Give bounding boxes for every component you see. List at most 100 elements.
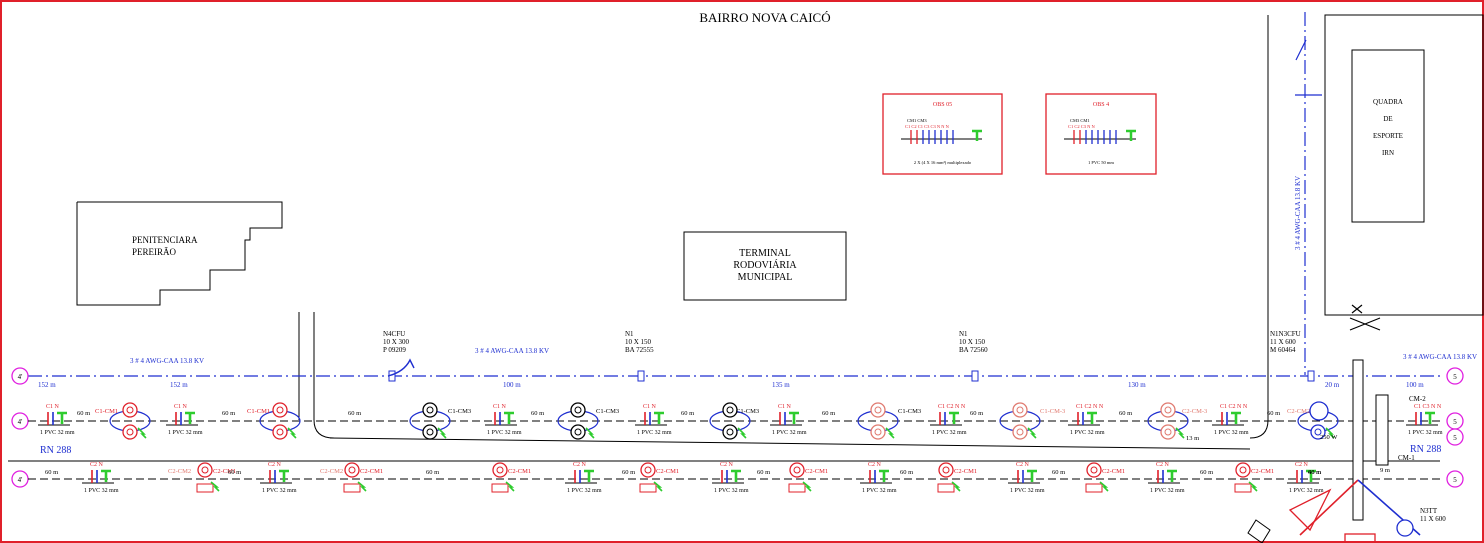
upper-lamp-top-lamp-inner [276,406,284,414]
pole-ref: BA 72560 [959,346,988,354]
lower-cable-ground [584,469,594,482]
pole-marker [1307,370,1315,382]
obs05-top: CM1 CM3 [907,118,927,123]
lower-ground-arrow [802,481,812,492]
lower-cable-ground [1306,469,1316,482]
quadra-inner [1351,49,1425,223]
upper-ground-arrow [437,427,447,439]
node-right-upper2-label: 5 [1453,434,1457,442]
lower-meter-box [1085,483,1103,493]
upper-lamp-top-lamp [1012,402,1028,418]
lower-lamp-lamp [197,462,213,478]
lower-cable-ground [101,469,111,482]
obs4-title: OBS 4 [1093,102,1109,108]
obs05-box [882,93,1003,175]
upper-cable-tag: C1 N [174,404,188,410]
lower-lamp-lamp-inner [496,466,504,474]
node-left-mv [11,367,29,385]
substation-node [1396,519,1414,537]
lower-circuit-label: C2-CM1 [805,468,828,475]
upper-ground-arrow [287,427,297,439]
lower-cable-caption: 1 PVC 32 mm [1150,488,1185,494]
upper-cable-ground [789,411,799,424]
upper-cable-tag: C1 C2 N N [1220,404,1248,410]
lower-lamp-lamp-inner [201,466,209,474]
quadra-label: QUADRA [1373,98,1403,106]
lower-cable-caption: 1 PVC 32 mm [714,488,749,494]
lower-lamp-lamp-inner [793,466,801,474]
pole-spec: 10 X 150 [959,338,986,346]
lower-cable-caption: 1 PVC 32 mm [1010,488,1045,494]
boundary-curve [1249,419,1269,439]
lower-cable-ground [1027,469,1037,482]
upper-cable-ground [1425,411,1435,424]
upper-circuit-label: C1-CM3 [596,408,619,415]
upper-circuit-label: C2-CM-3 [1182,408,1207,415]
road-edge [329,437,1251,450]
obs4-top: CM3 CM1 [1070,118,1090,123]
lower-circuit-label: C2-CM1 [1251,468,1274,475]
upper-lamp-bottom-lamp-inner [1164,428,1172,436]
obs4-ground [1126,129,1136,141]
lower-lamp-lamp-inner [348,466,356,474]
lower-lamp-lamp [1235,462,1251,478]
lower-distance: 60 m [1308,469,1321,476]
upper-lamp-bottom-lamp [122,424,138,440]
switch-symbol [387,358,415,377]
quadra-label: DE [1383,115,1392,123]
cm1-label: CM-1 [1398,454,1415,462]
upper-lamp-bottom-lamp-inner [1016,428,1024,436]
span-label: 20 m [1325,381,1340,389]
span-label: 152 m [38,381,56,389]
pole-marker [971,370,979,382]
upper-cable-tag: C1 N [643,404,657,410]
lower-cable-caption: 1 PVC 32 mm [1289,488,1324,494]
obs05-title: OBS 05 [933,102,952,108]
lower-circuit-label: C2-CM1 [213,468,236,475]
lower-circuit-label: C2-CM2 [168,468,191,475]
junction-box [1247,519,1271,543]
lower-lamp-lamp [1086,462,1102,478]
lower-lamp-lamp-inner [1090,466,1098,474]
street-curve [313,419,335,439]
upper-ground-arrow [585,427,595,439]
lower-meter-box [1234,483,1252,493]
upper-lamp-bottom-lamp [570,424,586,440]
lower-ground-arrow [505,481,515,492]
feeder-red [1299,479,1359,536]
cabinet-column [1352,359,1364,521]
upper-cable-caption: 1 PVC 32 mm [932,430,967,436]
upper-lamp-bottom-lamp [1310,424,1326,440]
quadra-outer [1324,14,1484,316]
node-right-mv [1446,367,1464,385]
upper-lamp-top-lamp [1160,402,1176,418]
cross-marker [1351,304,1363,314]
upper-circuit-label: C1-CM3 [736,408,759,415]
lower-cable-tag: C2 N [268,462,282,468]
node-left-upper-label: 4' [18,418,23,426]
upper-lamp-bottom-lamp [1160,424,1176,440]
penitenciaria-label: PENITENCIARA [132,235,198,245]
upper-cable-caption: 1 PVC 32 mm [487,430,522,436]
node-right-lower-label: 5 [1453,476,1457,484]
upper-cable-caption: 1 PVC 32 mm [772,430,807,436]
span-label: 130 m [1128,381,1146,389]
upper-lamp-bottom-lamp-inner [874,428,882,436]
meter-box [1344,533,1376,543]
upper-cable-ground [1087,411,1097,424]
lower-distance: 60 m [757,469,770,476]
terminal-label: RODOVIÁRIA [733,259,797,271]
upper-cable-tag: C1 N [46,404,60,410]
lower-meter-box [343,483,361,493]
upper-circuit-label: C1-CM3 [898,408,921,415]
upper-circuit-label: C2-CM2 [1287,408,1310,415]
lower-lamp-lamp [938,462,954,478]
upper-cable-caption: 1 PVC 32 mm [1070,430,1105,436]
lower-lamp-lamp-inner [1239,466,1247,474]
mv-label: 3 # 4 AWG-CAA 13.8 KV [130,357,204,365]
lower-lamp-lamp-inner [644,466,652,474]
upper-cable-caption: 1 PVC 32 mm [1214,430,1249,436]
node-right-mv-label: 5 [1453,373,1457,381]
upper-distance-end: 13 m [1186,435,1199,442]
mv-label: 3 # 4 AWG-CAA 13.8 KV [1403,353,1477,361]
